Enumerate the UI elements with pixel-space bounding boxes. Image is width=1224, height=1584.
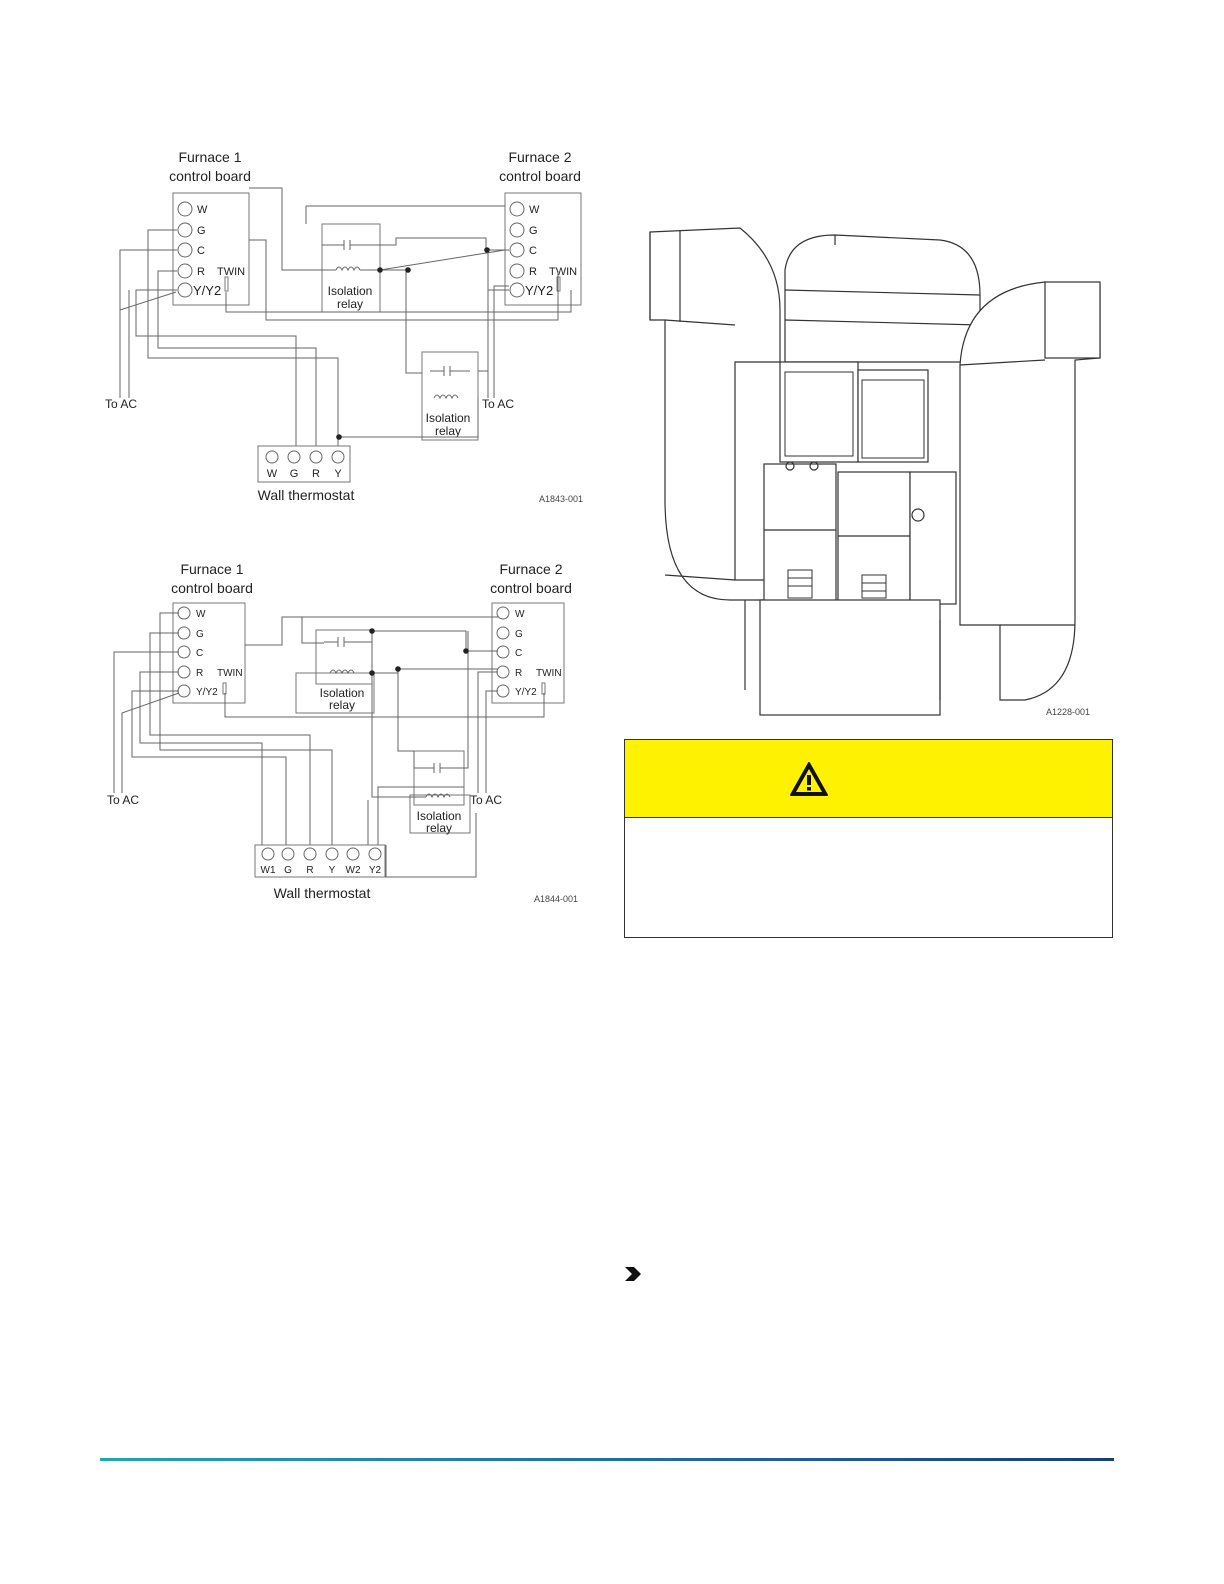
wires (119, 187, 572, 446)
svg-text:W2: W2 (346, 865, 361, 876)
figure-code: A1844-001 (534, 894, 578, 904)
wires (113, 612, 545, 878)
isolation-relay-1: Isolation relay (321, 223, 381, 313)
svg-text:relay: relay (329, 698, 355, 712)
svg-text:R: R (529, 266, 537, 278)
furnace1-board (172, 192, 250, 306)
furnace2-title: Furnace 2 (499, 561, 562, 577)
svg-text:Y: Y (329, 865, 336, 876)
caution-box (624, 739, 1113, 938)
svg-text:G: G (197, 225, 206, 237)
wall-thermostat: W1 G R Y W2 Y2 (254, 844, 386, 878)
svg-text:R: R (197, 266, 205, 278)
svg-text:G: G (290, 468, 299, 480)
furnace2-terminals: W G C R Y/Y2 (496, 606, 537, 698)
warning-triangle-icon (789, 761, 828, 796)
caution-header (625, 740, 1112, 818)
wiring-diagram-single-stage: Furnace 1 control board Furnace 2 contro… (96, 140, 606, 520)
figure-code: A1843-001 (539, 494, 583, 504)
svg-text:R: R (312, 468, 320, 480)
furnace2-subtitle: control board (490, 580, 572, 596)
svg-text:Y/Y2: Y/Y2 (525, 283, 553, 298)
svg-text:relay: relay (426, 821, 452, 835)
to-ac-right: To AC (482, 397, 514, 411)
furnace2-subtitle: control board (499, 168, 581, 184)
furnace2-board (504, 192, 582, 306)
svg-text:C: C (529, 245, 537, 257)
svg-text:R: R (515, 668, 522, 679)
to-ac-left: To AC (105, 397, 137, 411)
furnace1-terminals: W G C R Y/Y2 (177, 201, 221, 298)
furnace1-title: Furnace 1 (180, 561, 243, 577)
furnace2-terminals: W G C R Y/Y2 (509, 201, 553, 298)
svg-text:Isolation: Isolation (328, 284, 373, 298)
svg-text:W: W (197, 204, 208, 216)
svg-text:Y/Y2: Y/Y2 (196, 687, 218, 698)
svg-text:W: W (529, 204, 540, 216)
thermostat-label: Wall thermostat (274, 885, 371, 901)
furnace1-twin: TWIN (217, 668, 243, 679)
furnace2-twin: TWIN (536, 668, 562, 679)
furnace1-subtitle: control board (169, 168, 251, 184)
chevron-right-icon (625, 1267, 641, 1281)
isolation-relay-1: Isolation relay (295, 629, 375, 714)
furnace2-twin: TWIN (549, 266, 577, 278)
svg-text:Y: Y (334, 468, 342, 480)
svg-text:R: R (196, 668, 203, 679)
svg-text:G: G (529, 225, 538, 237)
svg-text:W: W (515, 609, 525, 620)
wiring-diagram-two-stage: Furnace 1 control board Furnace 2 contro… (96, 555, 606, 915)
to-ac-left: To AC (107, 793, 139, 807)
furnace1-terminals: W G C R Y/Y2 (177, 606, 218, 698)
svg-text:W: W (267, 468, 278, 480)
svg-text:W: W (196, 609, 206, 620)
svg-text:Isolation: Isolation (320, 686, 365, 700)
furnace1-twin: TWIN (217, 266, 245, 278)
svg-text:C: C (196, 648, 203, 659)
to-ac-right: To AC (470, 793, 502, 807)
furnace1-title: Furnace 1 (178, 149, 241, 165)
furnace2-title: Furnace 2 (508, 149, 571, 165)
isolation-relay-2: Isolation relay (421, 351, 479, 441)
svg-text:G: G (284, 865, 292, 876)
svg-text:R: R (306, 865, 313, 876)
furnace2-board (491, 602, 565, 704)
svg-text:G: G (196, 629, 204, 640)
svg-text:relay: relay (435, 424, 461, 438)
svg-text:Y2: Y2 (369, 865, 382, 876)
svg-text:G: G (515, 629, 523, 640)
svg-text:C: C (197, 245, 205, 257)
svg-text:relay: relay (337, 297, 363, 311)
svg-text:Isolation: Isolation (426, 411, 471, 425)
svg-text:Isolation: Isolation (417, 809, 462, 823)
furnace1-subtitle: control board (171, 580, 253, 596)
thermostat-label: Wall thermostat (258, 487, 355, 503)
svg-text:Y/Y2: Y/Y2 (193, 283, 221, 298)
svg-text:Y/Y2: Y/Y2 (515, 687, 537, 698)
svg-text:W1: W1 (261, 865, 276, 876)
twin-furnace-illustration: A1228-001 (640, 200, 1110, 725)
footer-divider (100, 1458, 1114, 1461)
svg-text:C: C (515, 648, 522, 659)
wall-thermostat: W G R Y (257, 445, 351, 483)
furnace1-board (172, 602, 246, 704)
figure-code: A1228-001 (1046, 707, 1090, 717)
isolation-relay-2: Isolation relay (409, 750, 471, 835)
